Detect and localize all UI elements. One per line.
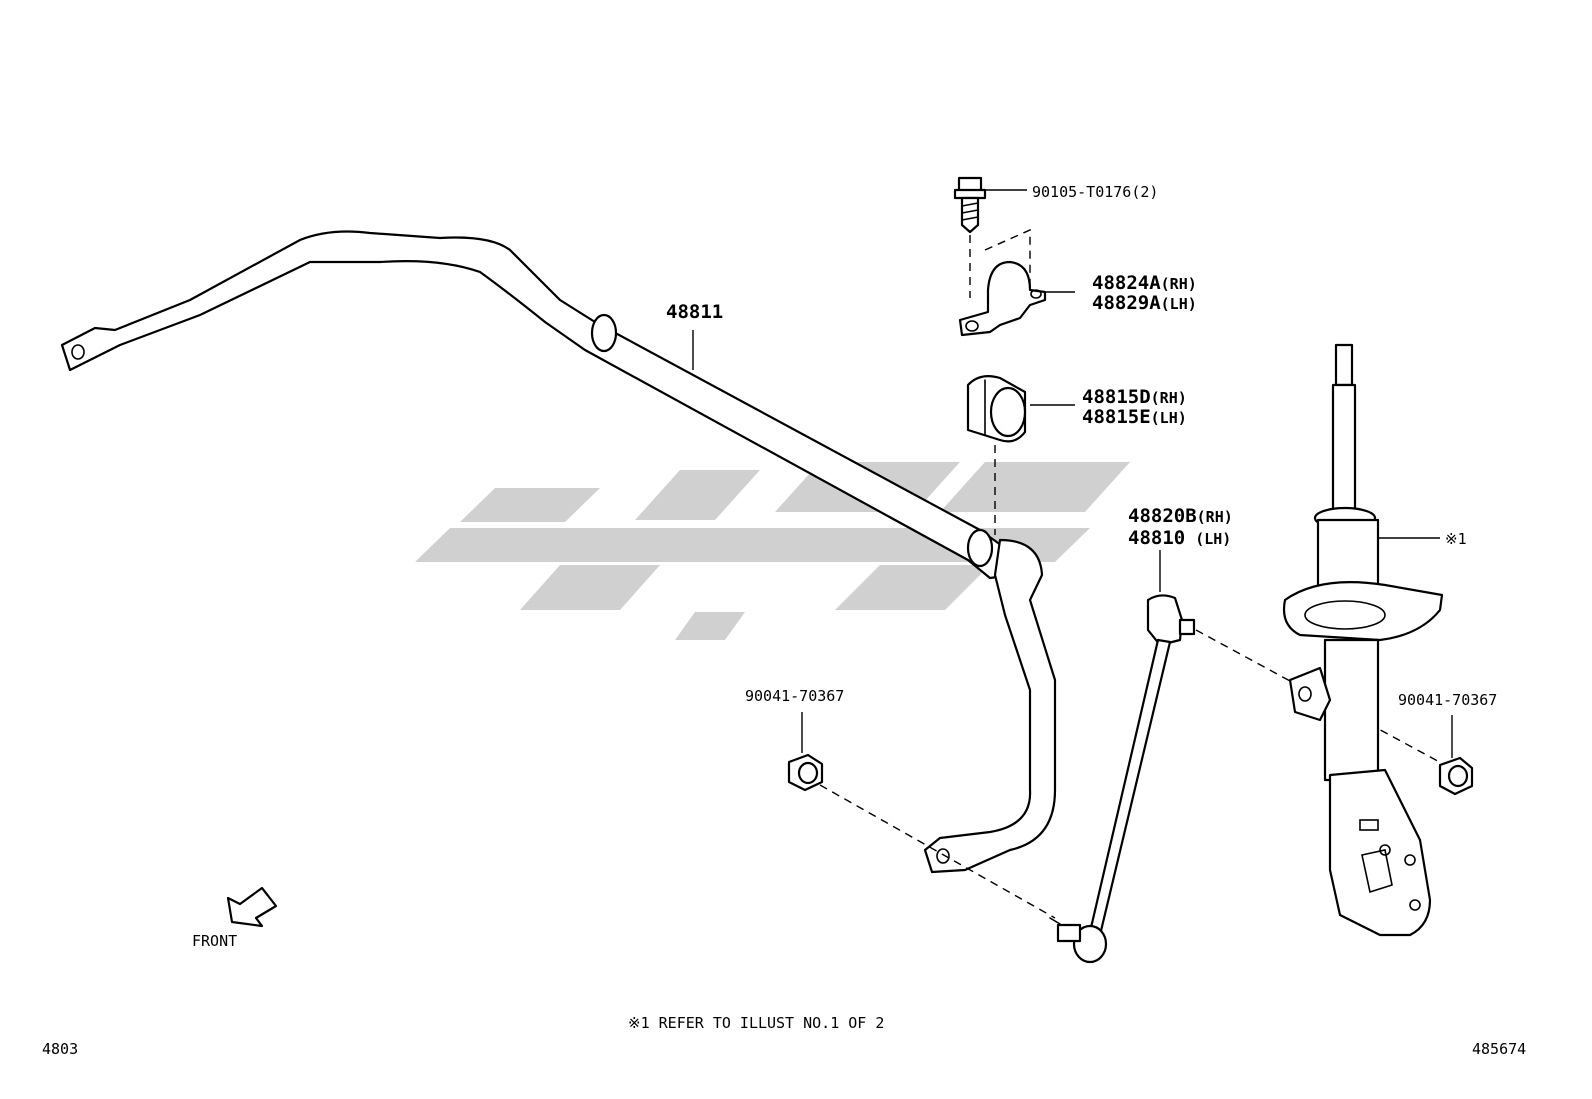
- label-bushing-lh: 48815E(LH): [1082, 406, 1187, 428]
- nut-left-part: [787, 753, 824, 792]
- bushing-part: [966, 375, 1027, 443]
- label-bracket-lh: 48829A(LH): [1092, 292, 1197, 314]
- stabilizer-link-part: [1049, 594, 1196, 964]
- footer-left-code: 4803: [42, 1040, 78, 1058]
- front-arrow-icon: [226, 886, 278, 928]
- label-nut-left: 90041-70367: [745, 687, 844, 705]
- label-nut-right: 90041-70367: [1398, 691, 1497, 709]
- bracket-part: [958, 260, 1047, 337]
- footer-right-code: 485674: [1472, 1040, 1526, 1058]
- label-link-lh: 48810(LH): [1128, 527, 1231, 549]
- label-bracket-rh: 48824A(RH): [1092, 272, 1197, 294]
- label-strut-ref: ※1: [1445, 530, 1467, 548]
- strut-assembly: [1282, 343, 1444, 937]
- label-bushing-rh: 48815D(RH): [1082, 386, 1187, 408]
- footer-note: ※1 REFER TO ILLUST NO.1 OF 2: [628, 1014, 884, 1032]
- label-bar: 48811: [666, 301, 723, 323]
- label-front: FRONT: [192, 932, 237, 950]
- stabilizer-bar: [60, 230, 1057, 874]
- watermark-logo: [415, 462, 1130, 640]
- label-bolt: 90105-T0176(2): [1032, 183, 1158, 201]
- nut-right-part: [1438, 756, 1474, 796]
- bolt-part: [953, 176, 987, 234]
- label-link-rh: 48820B(RH): [1128, 505, 1233, 527]
